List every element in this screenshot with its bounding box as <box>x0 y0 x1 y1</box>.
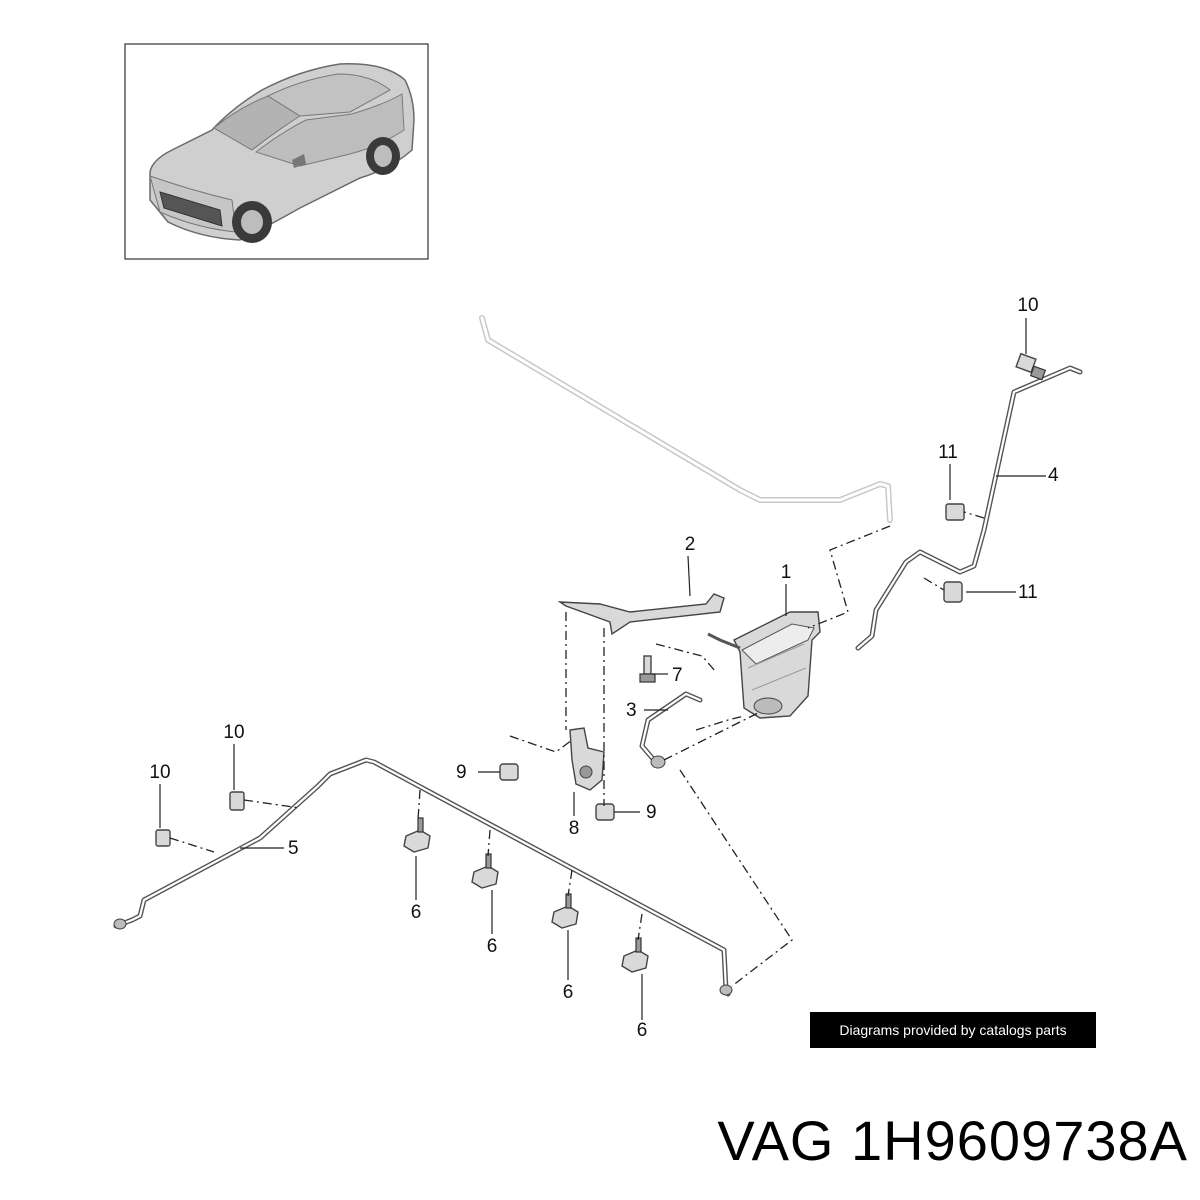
hose-5 <box>113 757 733 997</box>
connector-10-left <box>155 829 171 847</box>
callout-6-c: 6 <box>563 982 574 1003</box>
car-illustration <box>149 63 415 243</box>
connector-10-middle <box>229 791 245 811</box>
callout-6-a: 6 <box>411 902 422 923</box>
callout-7: 7 <box>672 665 683 686</box>
clip-11-upper <box>945 503 965 521</box>
callout-4: 4 <box>1048 465 1059 486</box>
bracket-8 <box>569 727 605 791</box>
callout-8: 8 <box>569 818 580 839</box>
credit-banner: Diagrams provided by catalogs parts <box>810 1012 1096 1048</box>
pipe-3 <box>639 691 703 769</box>
clip-11-lower <box>943 581 963 603</box>
part-number: VAG 1H9609738A <box>717 1109 1188 1172</box>
vehicle-thumbnail <box>124 43 429 260</box>
callout-10-left: 10 <box>149 762 170 783</box>
clip-6-c <box>551 893 579 929</box>
callout-3: 3 <box>626 700 637 721</box>
clip-6-d <box>621 937 649 973</box>
callout-5: 5 <box>288 838 299 859</box>
callout-labels: 10 4 11 11 2 1 7 3 9 9 8 10 10 5 6 6 6 6 <box>149 295 1059 1041</box>
ghost-reference-pipe <box>479 315 893 523</box>
bracket-2 <box>557 593 725 636</box>
callout-6-d: 6 <box>637 1020 648 1041</box>
callout-6-b: 6 <box>487 936 498 957</box>
canister-1 <box>707 611 821 719</box>
callout-11-lower: 11 <box>1018 582 1038 603</box>
bolt-7 <box>639 655 656 683</box>
assembly-lines <box>169 511 985 987</box>
callout-11-upper: 11 <box>938 442 958 463</box>
grommet-9-left <box>499 763 519 781</box>
connector-10-top <box>1015 352 1047 381</box>
callout-2: 2 <box>685 534 696 555</box>
callout-10-top: 10 <box>1017 295 1038 316</box>
callout-9-right: 9 <box>646 802 657 823</box>
leader-lines <box>159 318 1046 1020</box>
callout-9-left: 9 <box>456 762 467 783</box>
callout-1: 1 <box>781 562 792 583</box>
clip-6-b <box>471 853 499 889</box>
callout-10-middle: 10 <box>223 722 244 743</box>
clip-6-a <box>403 817 431 853</box>
hose-4 <box>855 365 1083 651</box>
grommet-9-right <box>595 803 615 821</box>
